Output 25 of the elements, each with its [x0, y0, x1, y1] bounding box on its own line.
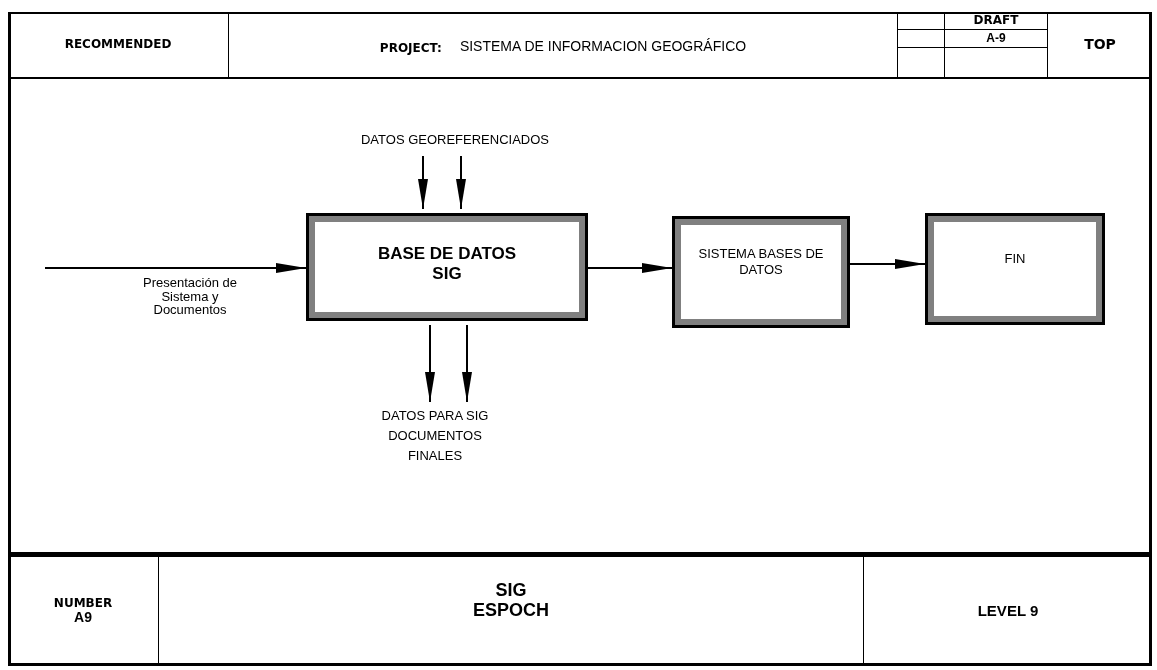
process-box — [925, 213, 1105, 325]
header-text: SISTEMA DE INFORMACION GEOGRÁFICO — [459, 39, 747, 55]
arrow — [462, 324, 472, 403]
node-label: SISTEMA BASES DE DATOS — [697, 246, 825, 278]
node-label: DATOS GEOREFERENCIADOS — [360, 132, 550, 148]
node-label: DATOS PARA SIG DOCUMENTOS FINALES — [380, 407, 490, 466]
header-text: TOP — [1084, 37, 1116, 53]
header-text: PROJECT: — [379, 42, 442, 56]
header-text: A-9 — [986, 31, 1006, 46]
arrow — [849, 259, 926, 269]
header-text: SIG ESPOCH — [472, 580, 550, 621]
header-text: LEVEL 9 — [977, 603, 1039, 620]
arrow — [425, 324, 435, 403]
arrow — [44, 263, 307, 273]
header-text: DRAFT — [973, 13, 1019, 28]
arrow — [418, 155, 428, 210]
process-box — [672, 216, 850, 328]
node-label: FIN — [1004, 251, 1026, 267]
header-text: RECOMMENDED — [64, 38, 172, 52]
node-label: BASE DE DATOS SIG — [376, 244, 518, 285]
header-text: NUMBER — [53, 597, 113, 611]
process-box — [306, 213, 588, 321]
header-text: A9 — [74, 610, 92, 626]
arrow — [456, 155, 466, 210]
arrow — [587, 263, 673, 273]
